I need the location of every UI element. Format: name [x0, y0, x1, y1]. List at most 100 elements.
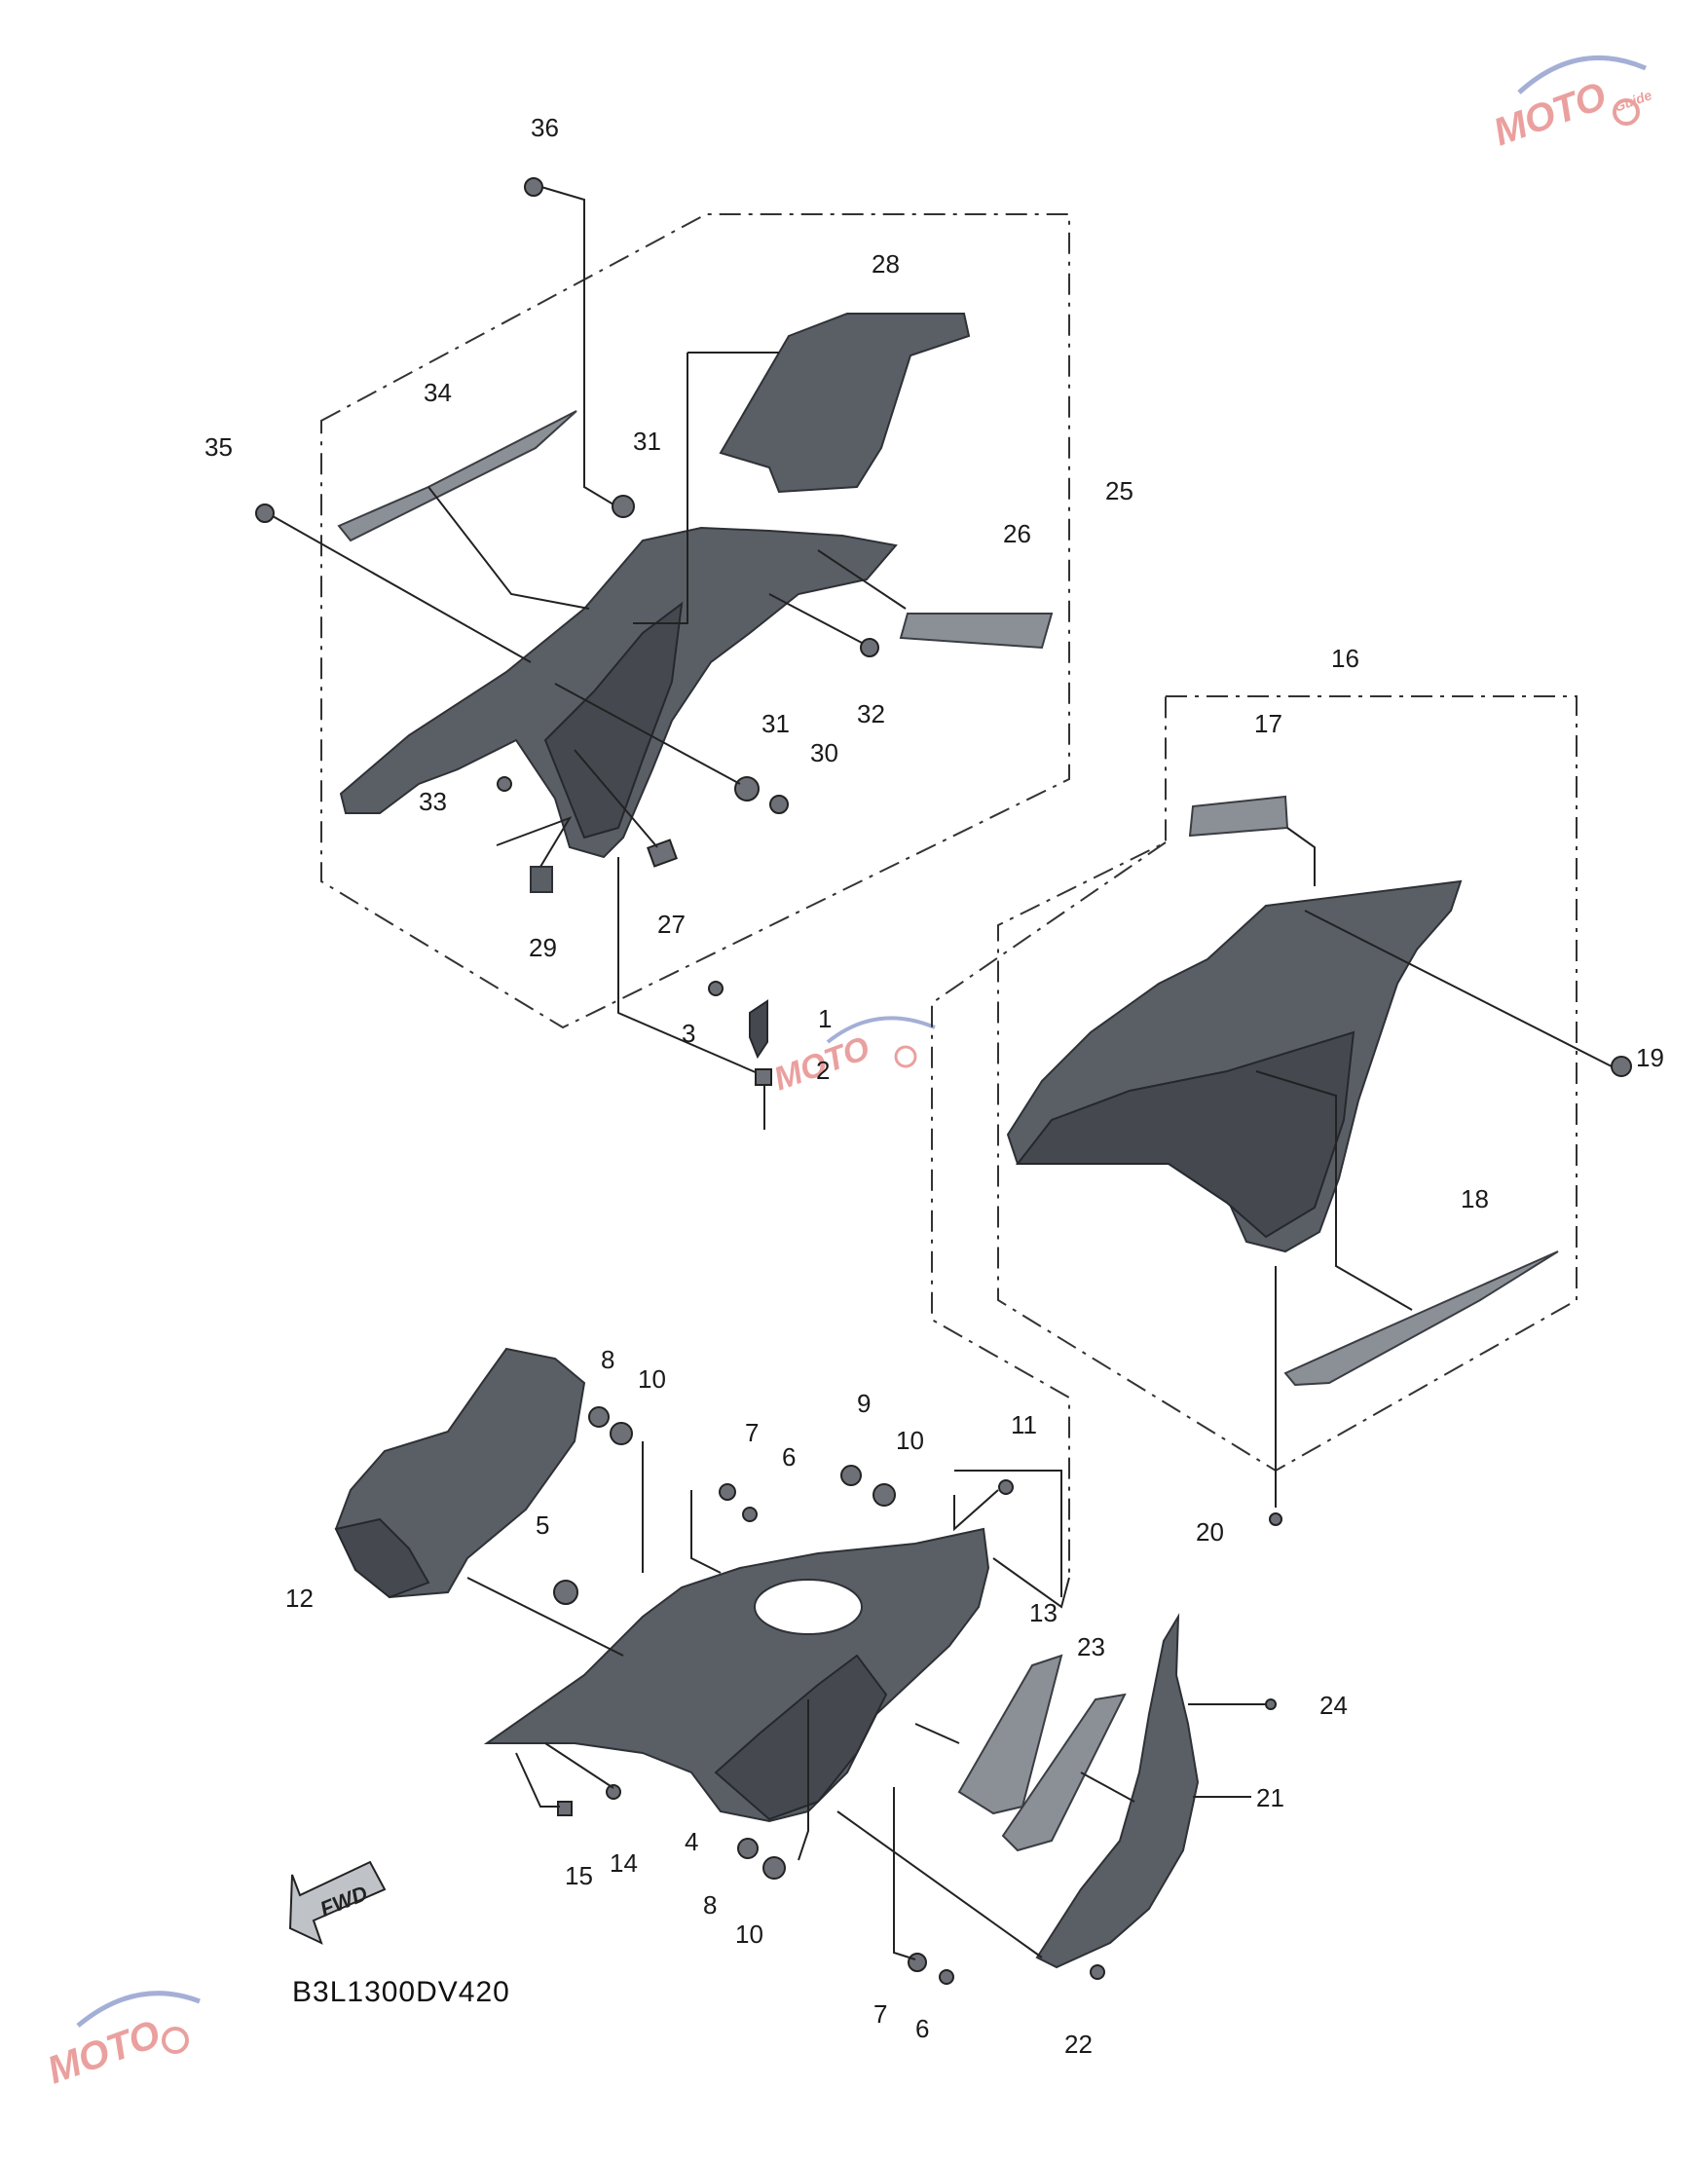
assembly-16-outer-bracket — [931, 841, 1167, 1578]
leader-31-lower — [554, 683, 741, 785]
part-11-screw — [998, 1479, 1014, 1495]
callout-16: 16 — [1331, 644, 1359, 673]
callout-31-lower: 31 — [761, 709, 790, 738]
part-4-cutout — [754, 1579, 863, 1635]
leader-19 — [1304, 910, 1613, 1067]
part-5-grommet — [553, 1580, 578, 1605]
part-12-air-duct-shade — [334, 1517, 430, 1599]
part-21-side-panel — [1035, 1613, 1200, 1969]
leader-12 — [466, 1577, 624, 1657]
part-7-washer-upper — [719, 1483, 736, 1501]
callout-10-lower: 10 — [735, 1920, 763, 1949]
leader-27 — [574, 749, 658, 848]
part-27-clip — [647, 839, 678, 868]
callout-13: 13 — [1029, 1598, 1058, 1627]
callout-3: 3 — [682, 1019, 695, 1048]
part-15-clip — [557, 1801, 573, 1816]
callout-2: 2 — [816, 1056, 830, 1085]
callout-36: 36 — [531, 113, 559, 142]
callout-19: 19 — [1636, 1043, 1664, 1072]
svg-text:MOTO: MOTO — [1488, 74, 1612, 154]
watermark-logo-top-right: MOTO Guide — [1488, 55, 1654, 154]
part-10-nut-lower — [762, 1856, 786, 1880]
callout-8: 8 — [601, 1345, 614, 1374]
part-8-nut-upper — [588, 1406, 610, 1428]
leader-15 — [515, 1752, 560, 1808]
part-13-foam-strip — [957, 1654, 1063, 1815]
callout-4: 4 — [685, 1827, 698, 1856]
leader-22 — [836, 1810, 1043, 1958]
callout-29: 29 — [529, 933, 557, 962]
part-30-grommet — [769, 795, 789, 814]
leader-14 — [544, 1742, 614, 1789]
leader-7-lower — [893, 1787, 916, 1960]
leader-11 — [953, 1489, 999, 1532]
leader-9 — [954, 1470, 1062, 1597]
callout-1: 1 — [818, 1004, 832, 1033]
leader-21 — [1080, 1771, 1135, 1803]
part-6-bolt-upper — [742, 1507, 758, 1522]
callout-6: 6 — [782, 1442, 796, 1472]
callout-5: 5 — [536, 1510, 549, 1540]
leader-18 — [1255, 1070, 1413, 1311]
part-20-screw — [1269, 1512, 1282, 1526]
callout-6-lower: 6 — [915, 2014, 929, 2043]
leader-34 — [427, 486, 590, 610]
part-26-trim-strip — [899, 613, 1054, 650]
part-25-inner-cover-shade — [543, 601, 684, 839]
part-17-emblem — [1188, 795, 1289, 838]
part-10-nut-upper-right — [873, 1483, 896, 1507]
part-34-trim-strip — [337, 410, 577, 542]
callout-12: 12 — [285, 1584, 314, 1613]
part-4-inner-panel — [483, 1527, 990, 1823]
leader-1-bracket — [617, 857, 765, 1130]
fwd-arrow-icon: FWD — [288, 1860, 387, 1945]
callout-28: 28 — [872, 249, 900, 279]
callout-8-lower: 8 — [703, 1890, 717, 1920]
part-18-trim-strip — [1283, 1250, 1559, 1387]
leader-4-front — [798, 1699, 809, 1861]
callout-24: 24 — [1319, 1691, 1348, 1720]
callout-30: 30 — [810, 738, 838, 767]
callout-31: 31 — [633, 427, 661, 456]
leader-13 — [914, 1723, 960, 1744]
callout-26: 26 — [1003, 519, 1031, 548]
callout-9: 9 — [857, 1389, 871, 1418]
part-36-bolt — [524, 177, 543, 197]
assembly-25-boundary — [320, 213, 1070, 1029]
assembly-16-boundary — [997, 695, 1578, 1473]
part-10-nut-upper-left — [610, 1422, 633, 1445]
part-16-side-cowling-shade — [1015, 1030, 1355, 1239]
callout-23: 23 — [1077, 1632, 1105, 1661]
diagram-code: B3L1300DV420 — [292, 1976, 510, 2008]
callout-14: 14 — [610, 1848, 638, 1878]
part-31-nut-lower — [734, 776, 760, 802]
callout-33: 33 — [419, 787, 447, 816]
callout-34: 34 — [424, 378, 452, 407]
callout-32: 32 — [857, 699, 885, 728]
callout-7-lower: 7 — [873, 1999, 887, 2029]
callout-10: 10 — [638, 1364, 666, 1394]
part-19-bolt — [1611, 1056, 1632, 1077]
leader-36 — [540, 186, 614, 505]
part-23-foam-strip — [1001, 1693, 1127, 1852]
part-1-bracket — [749, 999, 768, 1060]
part-31-nut-upper — [612, 495, 635, 518]
part-24-clip — [1265, 1698, 1277, 1710]
callout-17: 17 — [1254, 709, 1282, 738]
watermark-logo-bottom-left: MOTO — [42, 1991, 201, 2092]
callout-21: 21 — [1256, 1783, 1284, 1812]
leader-7-upper — [690, 1490, 722, 1574]
watermark-logo-center: MOTO — [769, 1016, 936, 1099]
part-22-screw — [1090, 1964, 1105, 1980]
leader-29 — [496, 816, 573, 868]
part-9-nut — [840, 1465, 862, 1486]
callout-22: 22 — [1064, 2030, 1093, 2059]
svg-text:MOTO: MOTO — [42, 2012, 166, 2092]
leader-26 — [817, 549, 907, 610]
part-14-screw — [606, 1784, 621, 1800]
leader-13-frame — [992, 1557, 1070, 1609]
part-3-screw — [708, 981, 724, 996]
callout-20: 20 — [1196, 1517, 1224, 1547]
part-28-top-cover — [719, 313, 971, 494]
